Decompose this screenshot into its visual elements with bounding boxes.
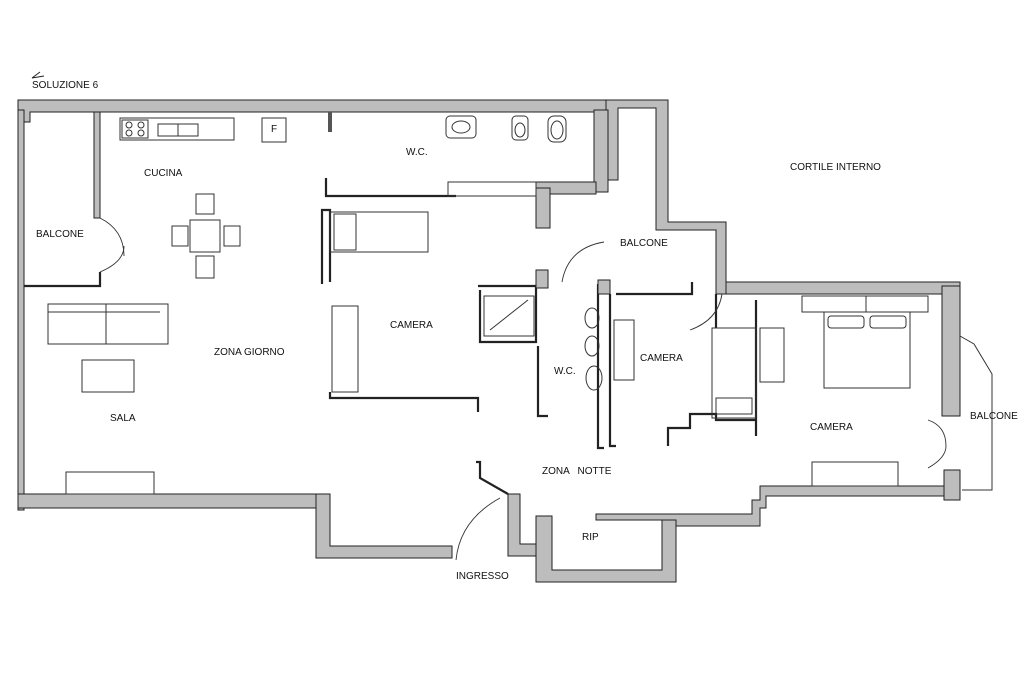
kitchen-counter — [119, 117, 235, 141]
wardrobe-camera-1 — [331, 305, 359, 393]
title-check-mark — [31, 71, 45, 79]
label-balcone-right: BALCONE — [970, 411, 1018, 422]
doors — [99, 217, 947, 561]
label-balcone-mid: BALCONE — [620, 238, 668, 249]
sofa — [47, 303, 169, 345]
label-wc-top: W.C. — [406, 147, 428, 158]
fridge: F — [261, 117, 287, 143]
label-sala: SALA — [110, 413, 136, 424]
wardrobe-camera-3 — [811, 461, 899, 487]
label-camera-1: CAMERA — [390, 320, 433, 331]
label-ingresso: INGRESSO — [456, 571, 509, 582]
single-bed-camera-1 — [329, 211, 429, 253]
label-camera-3: CAMERA — [810, 422, 853, 433]
label-cucina: CUCINA — [144, 168, 183, 179]
label-rip: RIP — [582, 532, 599, 543]
wall-stub — [328, 112, 332, 132]
label-zona-notte: ZONA NOTTE — [542, 466, 612, 477]
bed-camera-2 — [711, 327, 757, 419]
label-wc-mid: W.C. — [554, 366, 576, 377]
wardrobe-camera-2 — [613, 319, 635, 381]
balcone-right-frame — [959, 335, 993, 491]
label-zona-giorno: ZONA GIORNO — [214, 347, 285, 358]
tv-cabinet — [65, 471, 155, 495]
dining-table — [171, 193, 241, 279]
label-cortile-interno: CORTILE INTERNO — [790, 162, 881, 173]
wc-mid-fixtures — [584, 307, 603, 391]
label-camera-2: CAMERA — [640, 353, 683, 364]
wc-top-fixtures — [445, 115, 567, 197]
wardrobe-camera-3-left — [759, 327, 785, 383]
double-bed — [801, 295, 929, 389]
interior-walls — [24, 111, 758, 495]
coffee-table — [81, 359, 135, 393]
fridge-label: F — [271, 124, 277, 135]
plan-title: SOLUZIONE 6 — [32, 80, 99, 91]
shower — [483, 295, 535, 337]
exterior-walls — [17, 99, 961, 583]
label-balcone-left: BALCONE — [36, 229, 84, 240]
